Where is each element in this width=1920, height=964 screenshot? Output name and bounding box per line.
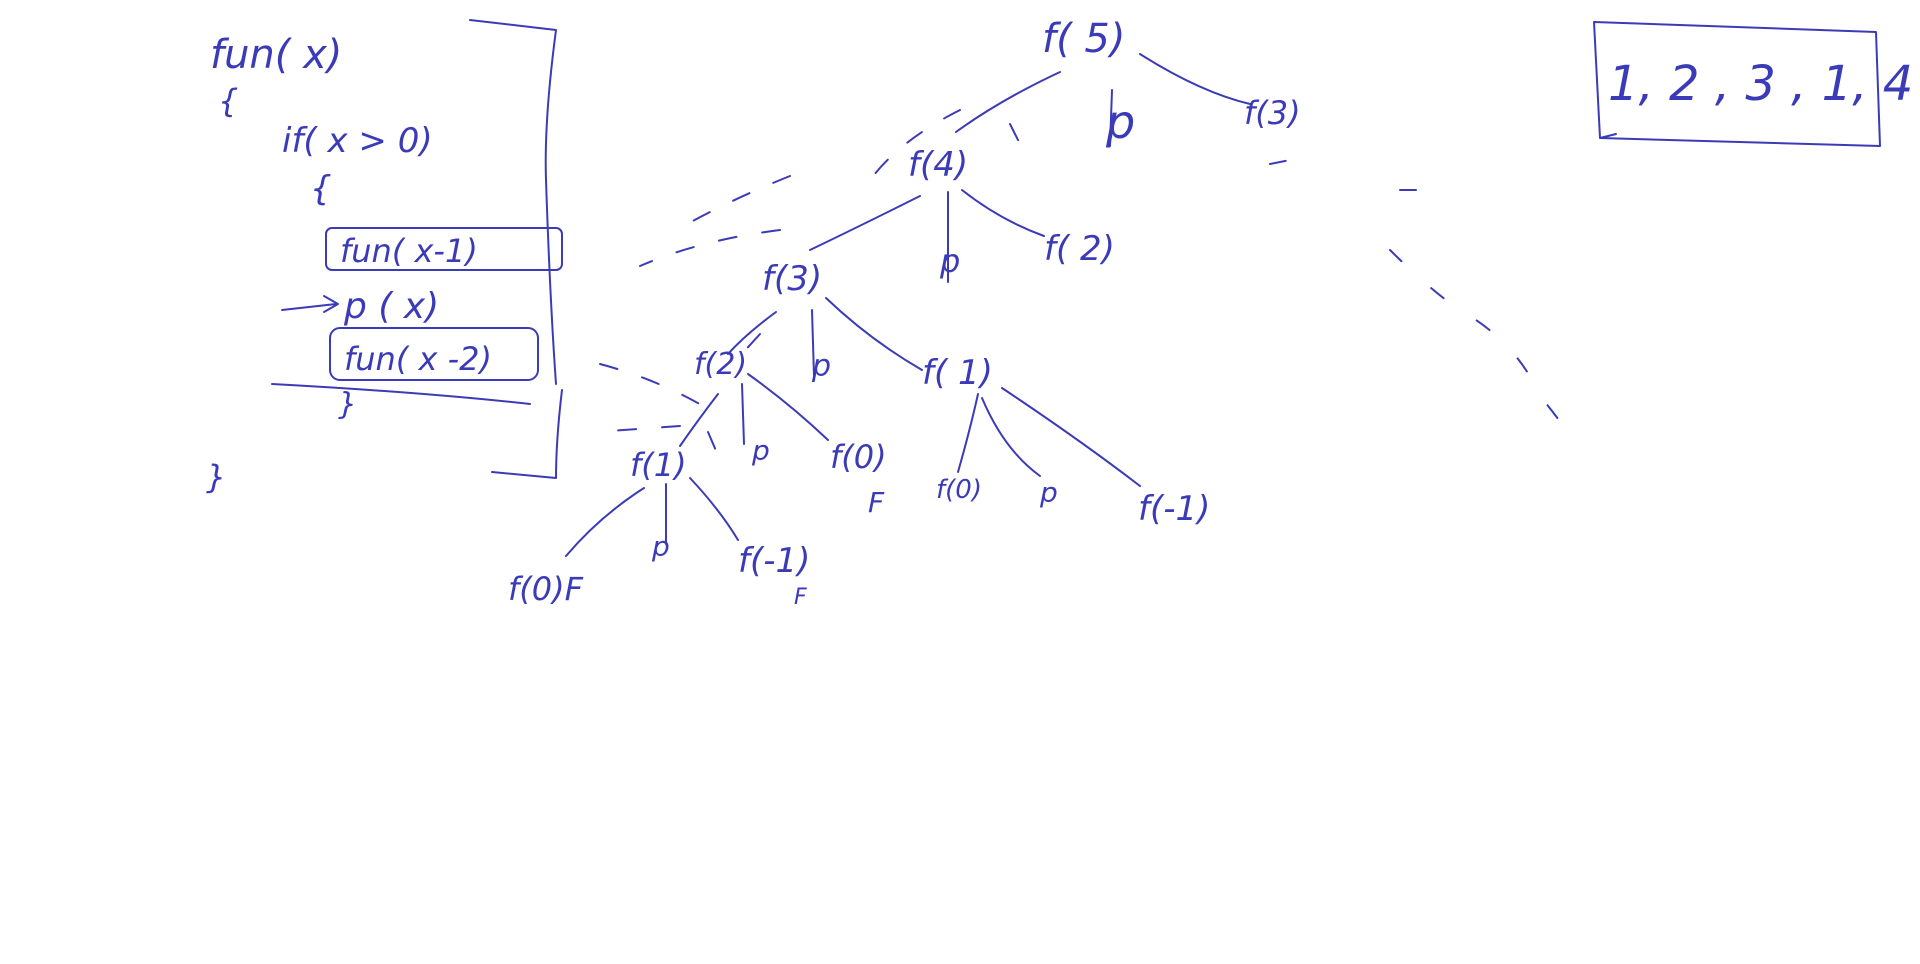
node-f1-mid: f( 1) xyxy=(922,353,993,393)
code-block: fun( x) { if( x > 0) { fun( x-1) p ( x) … xyxy=(206,19,563,496)
node-f0-mid-false: F xyxy=(868,486,885,519)
edge-4-2 xyxy=(961,189,1045,237)
edge-2-p xyxy=(741,383,745,445)
underline-call-2 xyxy=(271,383,531,405)
call-1-box xyxy=(325,227,563,271)
code-close-brace: } xyxy=(206,458,226,496)
node-f4: f(4) xyxy=(908,145,968,185)
print-arrow xyxy=(281,295,339,313)
node-fneg1-right: f(-1) xyxy=(1138,489,1210,529)
output-panel: 1, 2 , 3 , 1, 4 xyxy=(1593,21,1913,147)
code-call-1: fun( x-1) xyxy=(340,232,478,270)
edge-3-p xyxy=(811,309,815,377)
node-f5-print: p xyxy=(1105,95,1135,149)
code-call-2: fun( x -2) xyxy=(344,340,492,378)
edge-2-0 xyxy=(747,373,829,441)
output-sequence: 1, 2 , 3 , 1, 4 xyxy=(1608,56,1913,112)
node-f0-right: f(0) xyxy=(936,475,982,505)
node-f2: f(2) xyxy=(694,347,747,382)
node-f1-print: p xyxy=(651,530,670,563)
output-box xyxy=(1593,21,1881,147)
edge-3-1 xyxy=(825,297,923,371)
code-if-open-brace: { xyxy=(310,169,332,209)
node-f1: f(1) xyxy=(630,446,687,484)
node-f5: f( 5) xyxy=(1042,16,1125,62)
node-f2-print: p xyxy=(751,434,770,467)
code-print: p ( x) xyxy=(343,286,439,327)
code-if-close-brace: } xyxy=(338,387,357,422)
edge-5-4 xyxy=(955,71,1061,133)
edge-2-1 xyxy=(679,393,719,447)
node-fneg1-left-false: F xyxy=(794,585,807,610)
edge-5-3 xyxy=(1139,53,1251,105)
edge-1-0 xyxy=(565,487,645,557)
edge-4-3 xyxy=(809,195,921,251)
node-f0-left: f(0)F xyxy=(508,570,584,608)
node-fneg1-left: f(-1) xyxy=(738,541,810,581)
call-2-box xyxy=(329,327,539,381)
node-f0-mid: f(0) xyxy=(830,438,887,476)
code-open-brace: { xyxy=(218,82,238,120)
trace-dashes xyxy=(595,109,1027,461)
node-f3-print: p xyxy=(811,349,831,384)
node-f2-mid: f( 2) xyxy=(1044,229,1115,269)
edge-1mid-neg1 xyxy=(1001,387,1141,487)
trace-right-dashes xyxy=(1269,159,1581,451)
edge-1mid-p xyxy=(981,397,1041,477)
recursion-tree: f( 5) p f(3) f(4) p f( 2) f(3) p f( 1) f… xyxy=(508,16,1581,610)
node-f1-mid-print: p xyxy=(1039,476,1058,509)
edge-3-2 xyxy=(727,311,777,355)
edge-5-p xyxy=(1109,89,1113,147)
code-bracket xyxy=(469,19,563,479)
node-f3: f(3) xyxy=(762,259,822,299)
node-f3-top: f(3) xyxy=(1244,94,1301,132)
node-f4-print: p xyxy=(939,242,960,280)
code-if-line: if( x > 0) xyxy=(282,121,433,161)
edge-1mid-0 xyxy=(957,393,979,473)
code-signature: fun( x) xyxy=(210,32,342,78)
edge-1-neg1 xyxy=(689,477,739,541)
